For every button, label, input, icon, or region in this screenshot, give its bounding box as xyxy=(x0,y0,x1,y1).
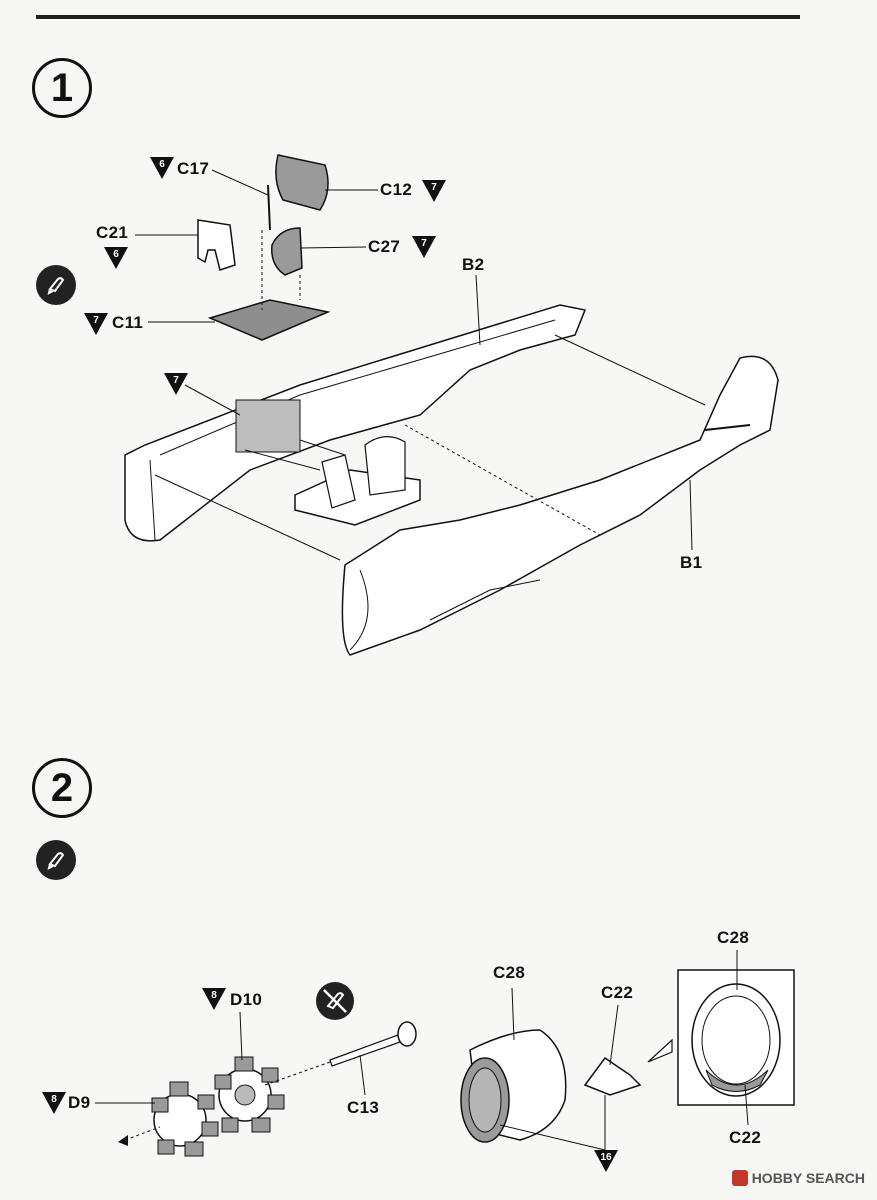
cowling-c28 xyxy=(460,1029,567,1143)
color-ref-c12: 7 xyxy=(422,180,446,202)
part-b2-label: B2 xyxy=(462,255,485,274)
fuselage-b1 xyxy=(341,355,779,656)
glue-icon xyxy=(36,265,76,305)
panel-c22 xyxy=(583,1056,642,1096)
color-ref-cockpit-wall: 7 xyxy=(164,373,188,395)
part-c21-shape xyxy=(197,219,236,271)
part-c11-label: C11 xyxy=(112,313,144,332)
color-ref-c11: 7 xyxy=(84,313,108,335)
inset-c22-label: C22 xyxy=(729,1128,762,1147)
color-ref-d9: 8 xyxy=(42,1092,66,1114)
no-glue-icon xyxy=(316,982,354,1020)
engine-d9 xyxy=(151,1081,219,1157)
cockpit-wall-detail xyxy=(235,399,301,453)
watermark: HOBBY SEARCH xyxy=(731,1170,865,1186)
color-ref-c17: 6 xyxy=(150,157,174,179)
part-b1-label: B1 xyxy=(680,553,703,572)
top-rule xyxy=(36,15,800,19)
part-c21-label: C21 xyxy=(96,223,129,242)
part-c17-shape xyxy=(267,184,271,231)
step-number-1: 1 xyxy=(32,58,92,118)
part-c27-label: C27 xyxy=(368,237,401,256)
color-ref-c27: 7 xyxy=(412,236,436,258)
part-c13-label: C13 xyxy=(347,1098,380,1117)
color-ref-d10: 8 xyxy=(202,988,226,1010)
part-c28-label: C28 xyxy=(493,963,526,982)
part-c17-label: C17 xyxy=(177,159,210,178)
step-number-2: 2 xyxy=(32,758,92,818)
part-c11-shape xyxy=(207,299,331,341)
part-d9-label: D9 xyxy=(68,1093,91,1112)
part-d10-label: D10 xyxy=(230,990,263,1009)
glue-icon xyxy=(36,840,76,880)
engine-d10 xyxy=(214,1056,285,1133)
color-ref-c21: 6 xyxy=(104,247,128,269)
part-c22-label: C22 xyxy=(601,983,634,1002)
fuselage-b2 xyxy=(124,304,587,542)
part-c12-shape xyxy=(275,154,329,211)
hobby-search-logo-icon xyxy=(731,1170,748,1186)
inset-c28-label: C28 xyxy=(717,928,750,947)
part-c27-shape xyxy=(271,227,303,276)
shaft-c13 xyxy=(329,1021,417,1067)
color-ref-cowling: 16 xyxy=(594,1150,618,1172)
part-c12-label: C12 xyxy=(380,180,413,199)
